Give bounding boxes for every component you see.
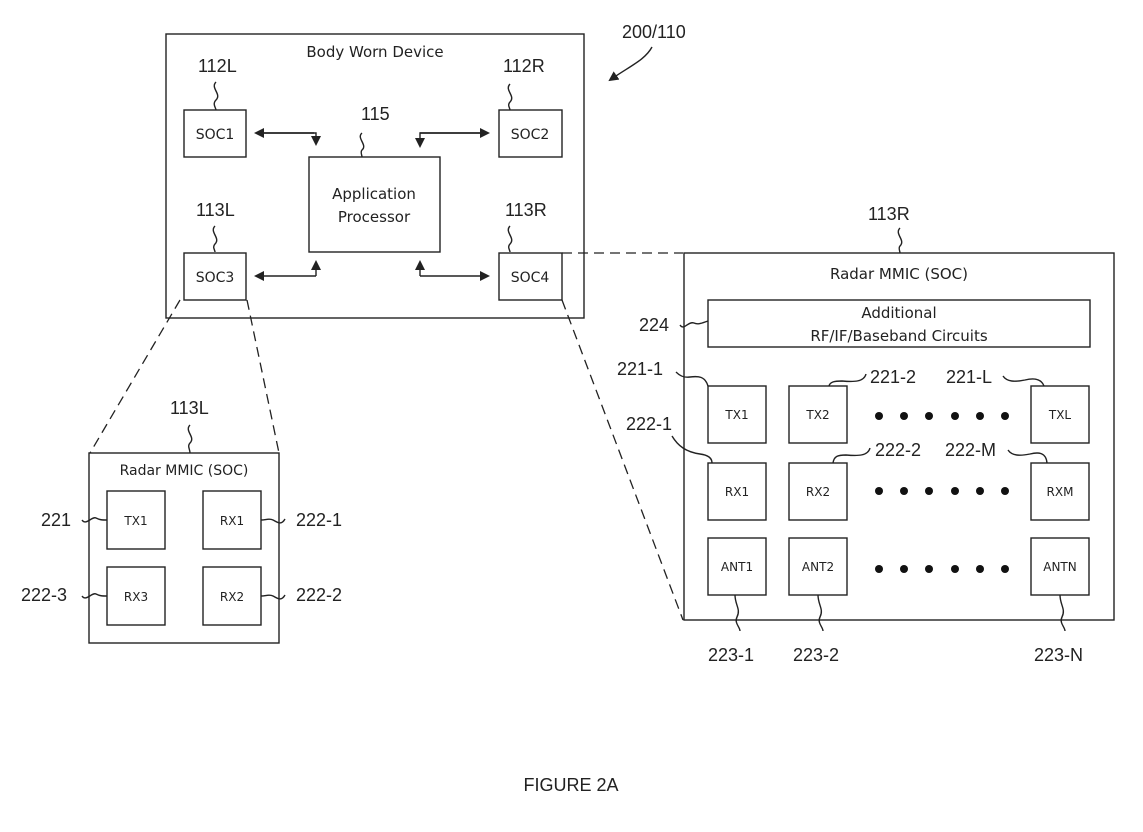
ref-224: 224 [639,315,669,335]
soc1-label: SOC1 [196,127,235,143]
processor-line2: Processor [338,208,411,226]
left-rx1-label: RX1 [220,514,244,528]
leader-221-1 [675,371,709,387]
ant2-label: ANT2 [802,560,834,574]
left-mmic-title: Radar MMIC (SOC) [120,463,249,479]
antn-label: ANTN [1043,560,1077,574]
left-rx3-label: RX3 [124,590,148,604]
ref-222-1-right: 222-1 [626,414,672,434]
txl-block [1030,385,1090,444]
ref-right-detail: 113R [868,204,910,224]
ref-221: 221 [41,510,71,530]
leader-112L [213,81,219,111]
left-tx1-label: TX1 [123,514,147,528]
arrow-soc2-ap [415,132,486,148]
rxm-label: RXM [1047,485,1074,499]
tx2-label: TX2 [805,408,829,422]
ref-223-N: 223-N [1034,645,1083,665]
left-tx1-block [106,490,166,550]
leader-221-2 [828,373,867,387]
zoom-line-left-a [89,299,181,454]
tx2-block [788,385,848,444]
ref-223-2: 223-2 [793,645,839,665]
soc3-block [183,252,247,301]
rxm-block [1030,462,1090,521]
leader-113R [507,225,513,253]
soc4-label: SOC4 [511,270,550,286]
rx1-block [707,462,767,521]
ref-113R: 113R [505,200,547,220]
additional-circuits-block [707,299,1091,348]
leader-left-detail [187,424,193,454]
soc3-label: SOC3 [196,270,235,286]
soc1-block [183,109,247,158]
ref-113L: 113L [196,200,235,220]
right-mmic-title: Radar MMIC (SOC) [830,265,968,283]
ref-222-1-left: 222-1 [296,510,342,530]
device-title: Body Worn Device [306,43,443,61]
ref-112L: 112L [198,56,237,76]
left-rx3-block [106,566,166,626]
ref-223-1: 223-1 [708,645,754,665]
leader-115 [359,132,365,158]
leader-222-2-right [832,447,871,464]
soc2-block [498,109,563,158]
ref-device: 200/110 [622,22,686,42]
ant2-block [788,537,848,596]
processor-line1: Application [332,185,416,203]
leader-223-N [1059,594,1066,632]
leader-222-3 [81,593,108,599]
leader-221-L [1002,375,1045,387]
leader-112R [507,83,513,111]
ref-115: 115 [361,104,390,124]
leader-113L [212,225,218,253]
ref-221-L: 221-L [946,367,992,387]
tx1-label: TX1 [724,408,748,422]
leader-223-2 [817,594,824,632]
leader-222-2-left [260,594,286,600]
rx1-label: RX1 [725,485,749,499]
leader-222-M [1007,449,1048,464]
ant1-block [707,537,767,596]
leader-223-1 [734,594,741,632]
ant1-label: ANT1 [721,560,753,574]
left-rx2-label: RX2 [220,590,244,604]
leader-right-detail [897,227,903,254]
soc4-block [498,252,563,301]
rx2-label: RX2 [806,485,830,499]
ref-222-M: 222-M [945,440,996,460]
tx-ellipsis-icon [875,412,1009,420]
soc2-label: SOC2 [511,127,550,143]
application-processor-block [308,156,441,253]
leader-222-1-left [260,518,286,524]
zoom-line-left-b [246,299,280,454]
ref-arrow [608,46,653,82]
leader-221 [81,517,108,523]
ref-221-1: 221-1 [617,359,663,379]
rx2-block [788,462,848,521]
ant-ellipsis-icon [875,565,1009,573]
leader-222-1-right [671,435,713,464]
rx-ellipsis-icon [875,487,1009,495]
ref-222-2-left: 222-2 [296,585,342,605]
ref-221-2: 221-2 [870,367,916,387]
zoom-line-right-b [561,299,684,621]
circuits-line1: Additional [861,304,936,322]
ref-left-detail: 113L [170,398,209,418]
figure-caption: FIGURE 2A [523,775,618,795]
leader-224 [679,320,709,328]
circuits-line2: RF/IF/Baseband Circuits [810,327,988,345]
ref-222-2-right: 222-2 [875,440,921,460]
ref-222-3: 222-3 [21,585,67,605]
txl-label: TXL [1048,408,1072,422]
ref-112R: 112R [503,56,545,76]
tx1-block [707,385,767,444]
